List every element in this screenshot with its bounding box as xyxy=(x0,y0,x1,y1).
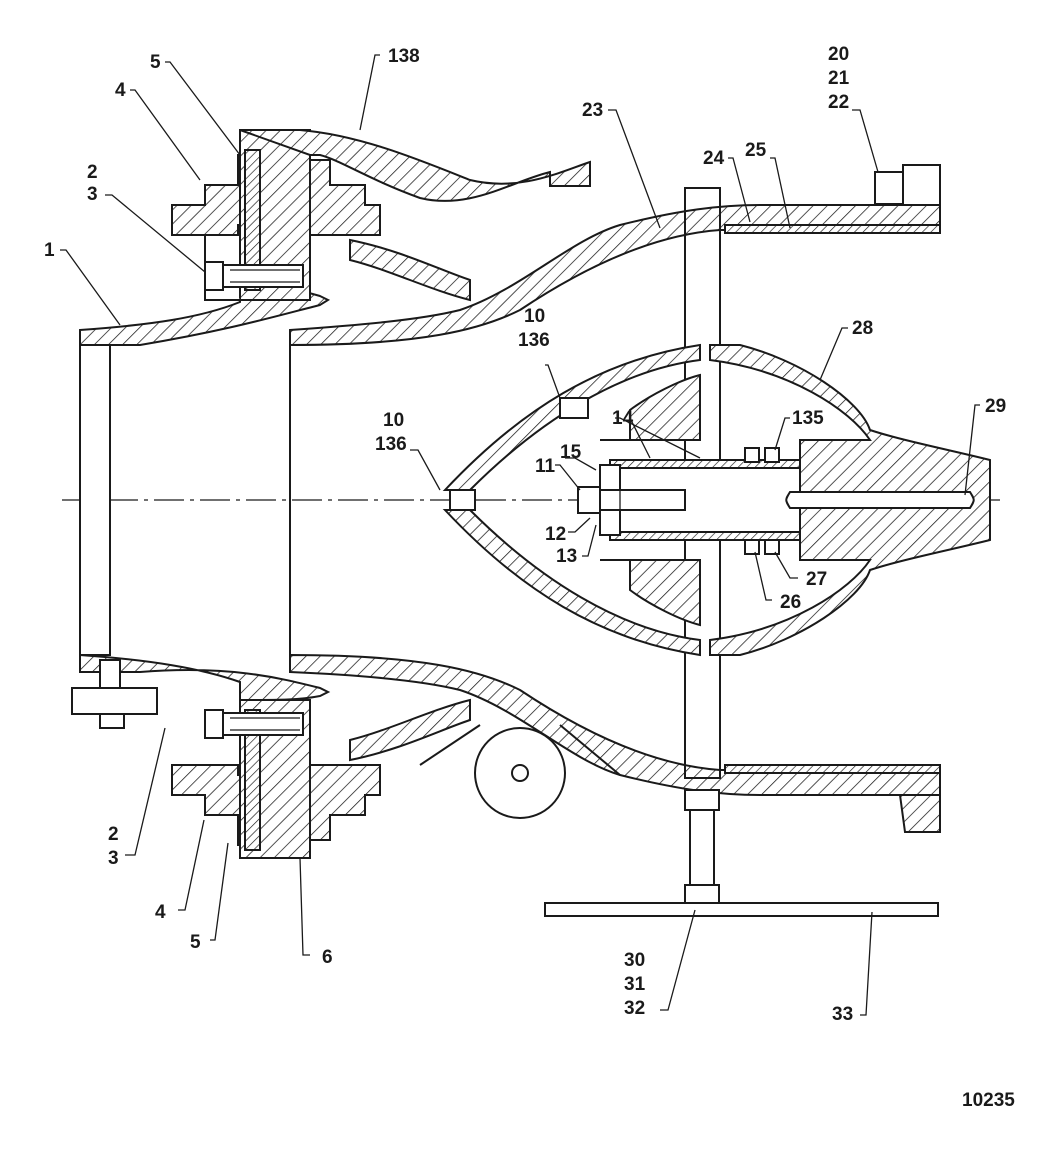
callout-24: 24 xyxy=(703,148,725,169)
callout-135: 135 xyxy=(792,408,824,429)
bowl-shell-top xyxy=(239,129,941,655)
callout-3-top: 3 xyxy=(87,184,98,205)
callout-33: 33 xyxy=(832,1004,853,1025)
callout-1: 1 xyxy=(44,240,55,261)
callout-22: 22 xyxy=(828,92,849,113)
callout-15: 15 xyxy=(560,442,582,463)
callout-23: 23 xyxy=(582,100,603,121)
callout-4-top: 4 xyxy=(115,80,126,101)
callout-26: 26 xyxy=(780,592,801,613)
callout-10-upper: 10 xyxy=(524,306,545,327)
callout-10-left: 10 xyxy=(383,410,404,431)
callout-31: 31 xyxy=(624,974,646,995)
callout-25: 25 xyxy=(745,140,767,161)
callout-29: 29 xyxy=(985,396,1006,417)
bottom-clamp-assembly xyxy=(71,659,381,859)
callout-labels: 138 5 4 2 3 1 20 21 22 23 24 25 28 10 13… xyxy=(44,44,1006,1025)
callout-3-bottom: 3 xyxy=(108,848,119,869)
bowl-shell-bottom xyxy=(289,653,941,833)
figure-number: 10235 xyxy=(962,1090,1015,1111)
callout-2-bottom: 2 xyxy=(108,824,119,845)
callout-136-upper: 136 xyxy=(518,330,550,351)
callout-4-bottom: 4 xyxy=(155,902,166,923)
top-clamp-assembly xyxy=(171,129,381,301)
callout-138: 138 xyxy=(388,46,420,67)
impeller-hub-cone xyxy=(442,343,991,657)
callout-14: 14 xyxy=(612,408,634,429)
callout-11: 11 xyxy=(535,456,556,477)
callout-6: 6 xyxy=(322,947,333,968)
callout-13: 13 xyxy=(556,546,577,567)
leader-lines xyxy=(60,54,980,1016)
callout-5-top: 5 xyxy=(150,52,161,73)
callout-12: 12 xyxy=(545,524,566,545)
callout-21: 21 xyxy=(828,68,850,89)
callout-20: 20 xyxy=(828,44,849,65)
callout-2-top: 2 xyxy=(87,162,98,183)
callout-30: 30 xyxy=(624,950,645,971)
mounting-hardware xyxy=(419,724,939,917)
callout-136-left: 136 xyxy=(375,434,407,455)
callout-5-bottom: 5 xyxy=(190,932,201,953)
callout-28: 28 xyxy=(852,318,873,339)
callout-27: 27 xyxy=(806,569,827,590)
callout-32: 32 xyxy=(624,998,645,1019)
